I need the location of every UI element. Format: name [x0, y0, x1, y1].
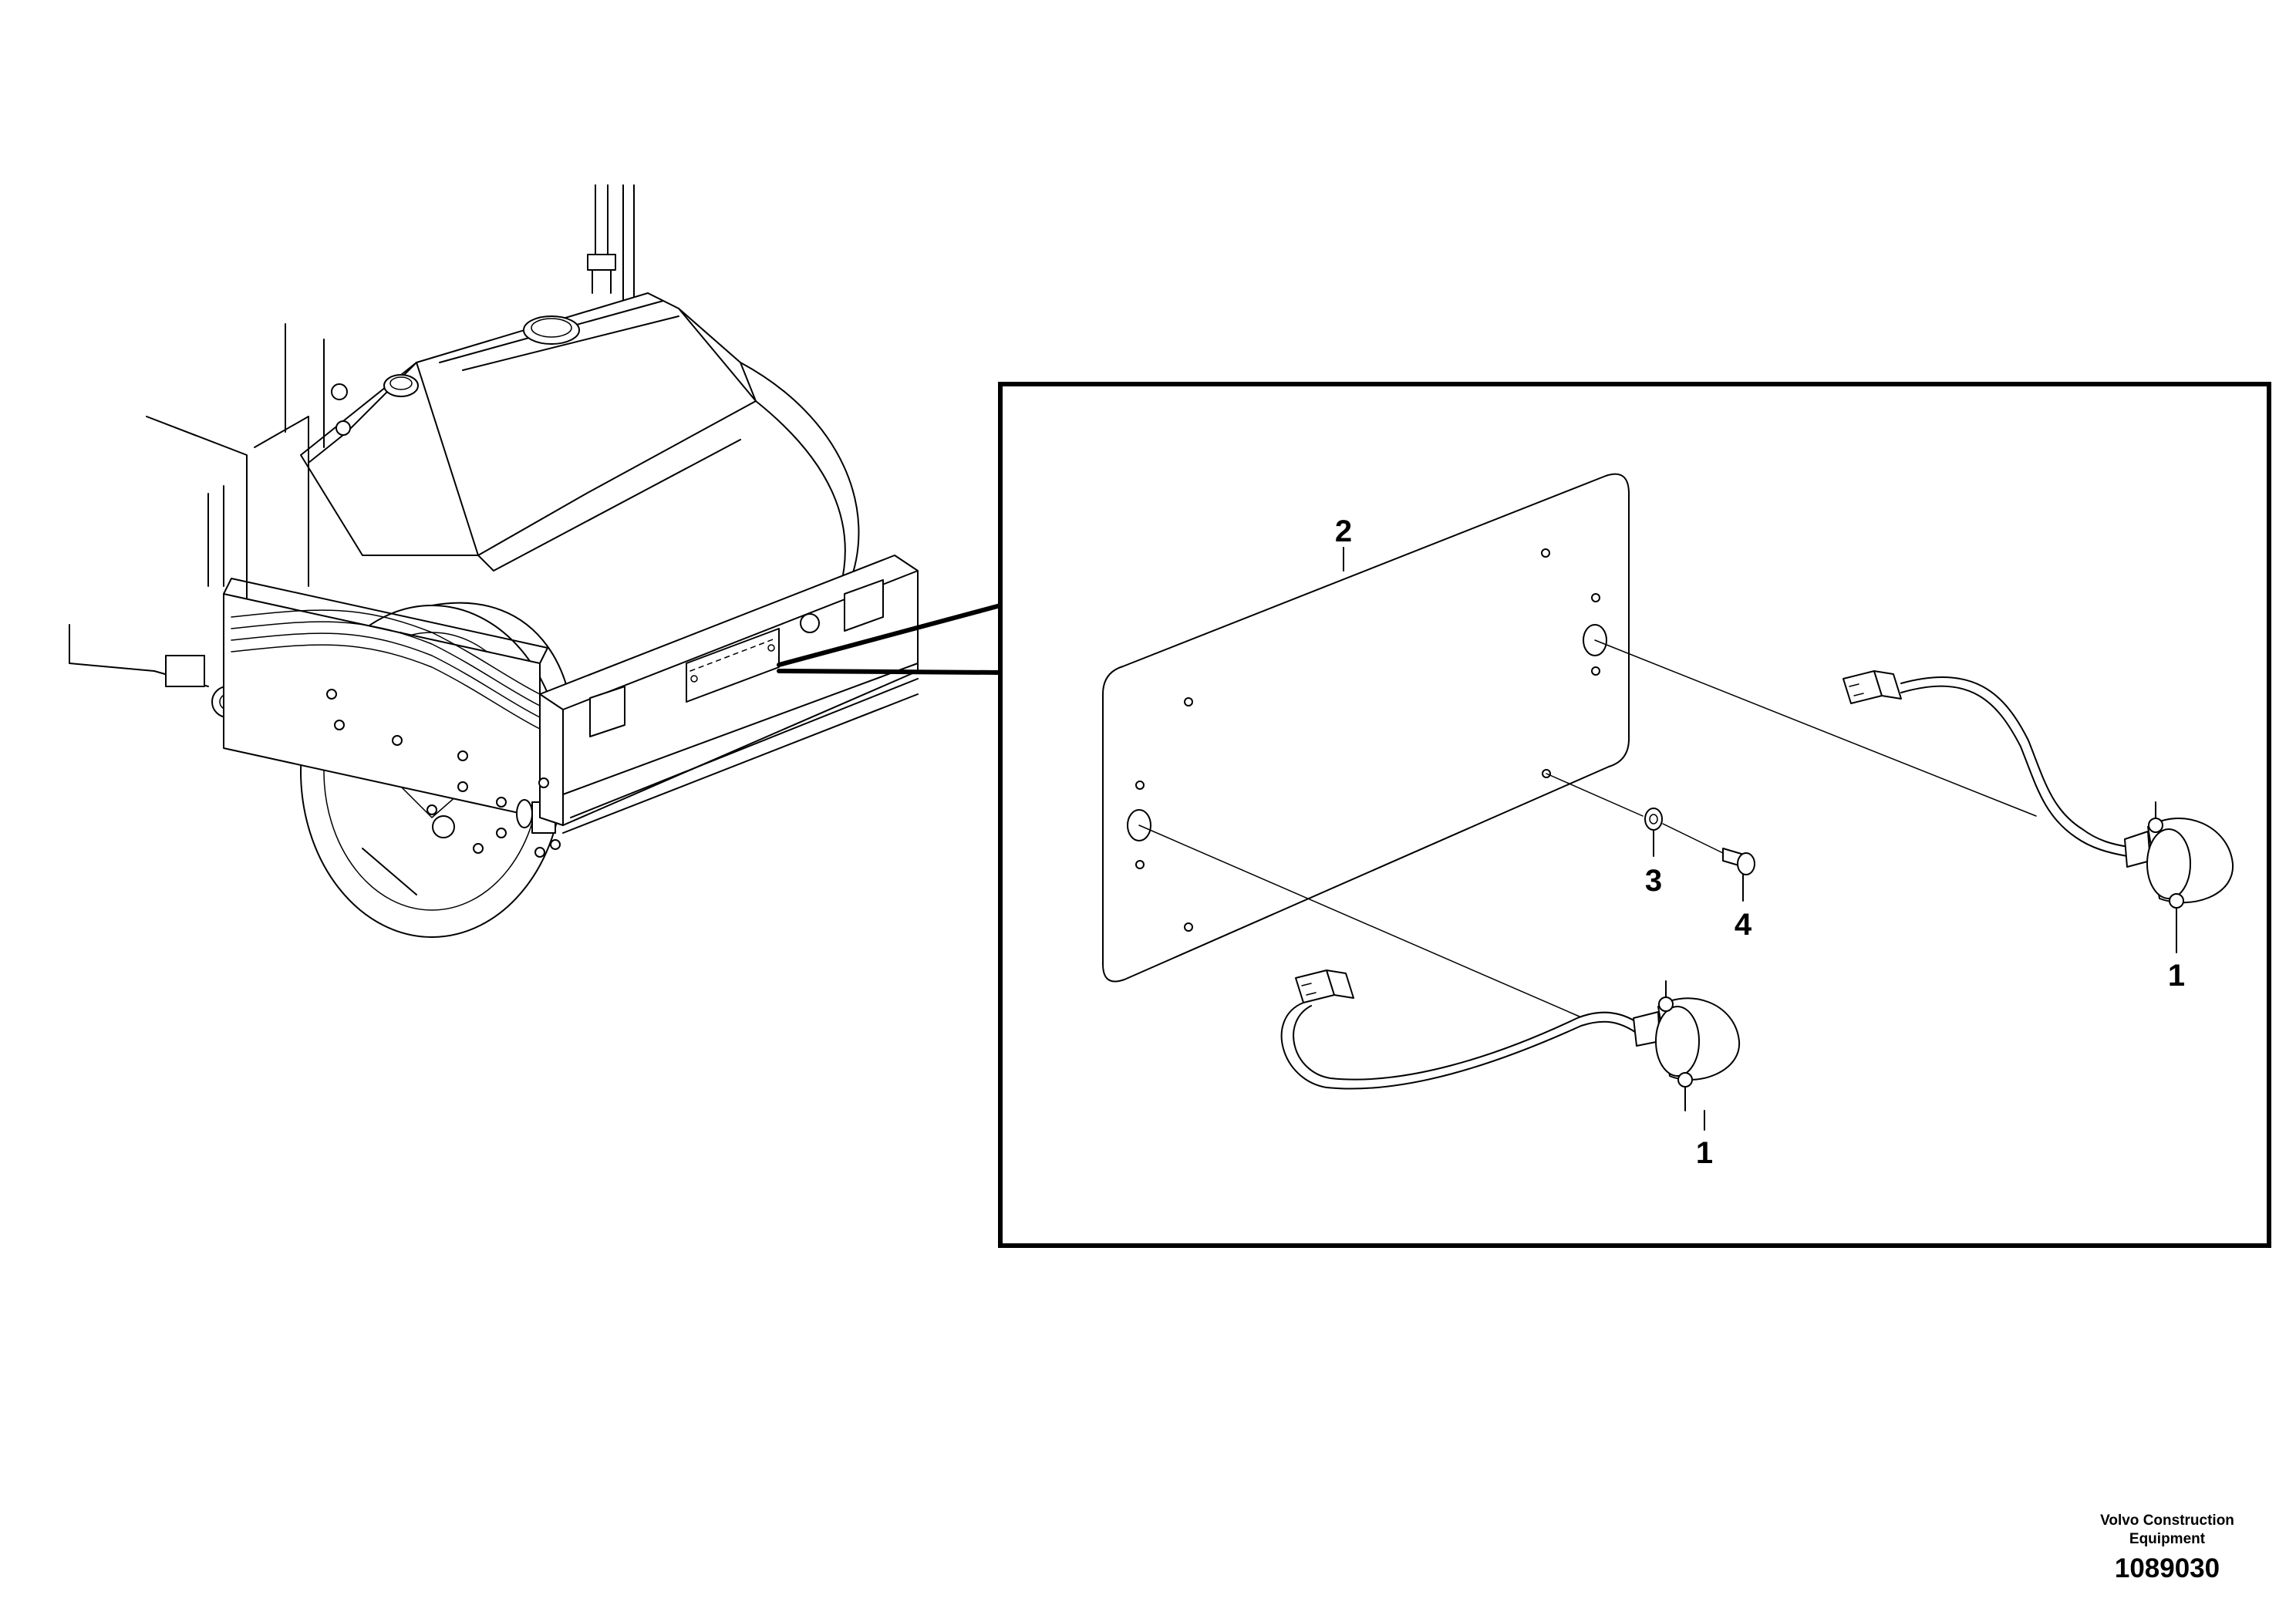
title-block: Volvo Construction Equipment 1089030 — [2036, 1512, 2296, 1584]
engine-hood — [300, 292, 860, 587]
license-plate — [1102, 473, 1630, 983]
side-frame — [223, 578, 556, 854]
callout-leaders — [1343, 547, 2177, 1131]
callout-screw: 4 — [1735, 908, 1752, 942]
lamp-assembly-right — [1843, 670, 2234, 934]
assembly-axis-lines — [1138, 639, 2037, 1017]
lamp-assembly-left — [1280, 969, 1741, 1111]
drawing-number: 1089030 — [2114, 1553, 2220, 1583]
brand-line-1: Volvo Construction — [2100, 1512, 2234, 1529]
fastener-axis-lines — [1546, 773, 1724, 854]
callout-plate: 2 — [1335, 514, 1352, 548]
exhaust-pipe — [587, 184, 635, 302]
front-beam — [534, 555, 919, 858]
detail-leader — [777, 603, 1003, 675]
callout-washer: 3 — [1645, 864, 1662, 898]
callout-lamp-right: 1 — [2168, 959, 2185, 993]
detail-box — [777, 382, 2271, 1248]
screw — [1722, 848, 1755, 875]
brand-line-2: Equipment — [2129, 1531, 2206, 1547]
washer — [1644, 808, 1663, 831]
callout-lamp-left: 1 — [1696, 1136, 1713, 1170]
machine-overview — [69, 184, 919, 938]
